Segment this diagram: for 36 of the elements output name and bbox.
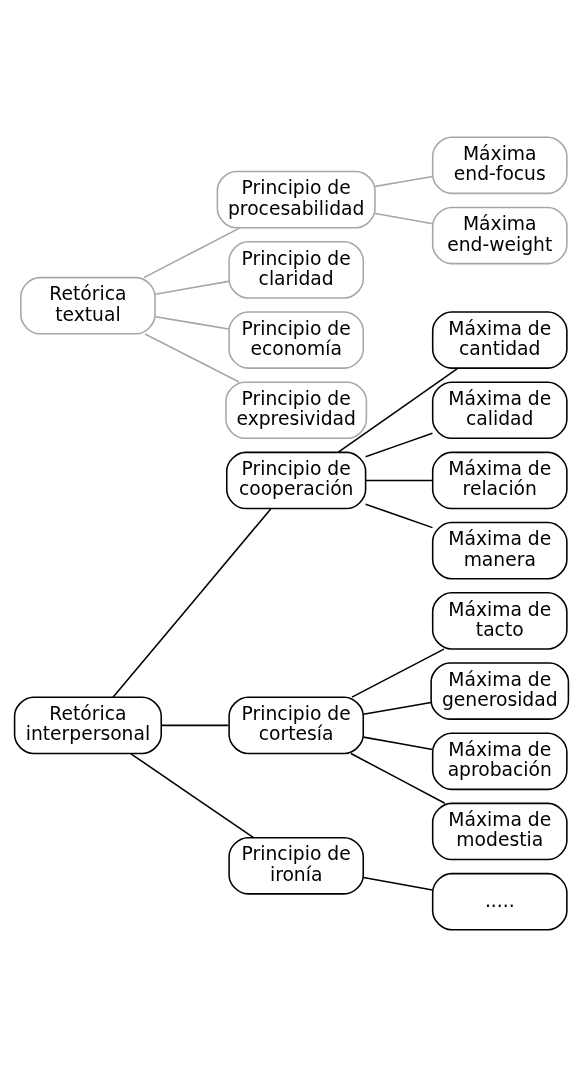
node-box: Principio de ironía: [228, 836, 365, 895]
node-box: Máxima end-weight: [431, 206, 568, 264]
connector: [362, 701, 432, 715]
connector: [154, 315, 230, 330]
node-box: Retórica interpersonal: [13, 696, 162, 754]
node-box: Máxima de generosidad: [430, 661, 570, 720]
node-box: Principio de economía: [228, 310, 365, 369]
connector: [130, 752, 254, 838]
node-box: Máxima de cantidad: [431, 310, 568, 369]
connector: [154, 280, 230, 295]
connector: [350, 752, 446, 804]
node-box: Máxima de modestia: [431, 802, 568, 860]
connector: [374, 175, 434, 187]
connector: [112, 507, 272, 698]
connector: [351, 647, 445, 698]
connector: [364, 502, 434, 528]
node-box: Máxima de aprobación: [431, 731, 568, 790]
connector: [362, 876, 434, 891]
node-box: .....: [431, 872, 568, 931]
node-box: Máxima de manera: [431, 521, 568, 579]
connector: [374, 212, 434, 225]
node-box: Máxima de calidad: [431, 380, 568, 439]
connector: [362, 735, 434, 750]
node-box: Principio de cooperación: [226, 451, 367, 509]
connector: [364, 432, 434, 457]
connector: [364, 479, 434, 481]
node-box: Principio de procesabilidad: [216, 170, 376, 228]
node-box: Principio de expresividad: [225, 380, 368, 439]
node-box: Retórica textual: [20, 276, 156, 335]
node-box: Máxima de relación: [431, 451, 568, 509]
node-box: Máxima end-focus: [431, 135, 568, 194]
node-box: Principio de claridad: [228, 240, 365, 299]
node-box: Principio de cortesía: [228, 696, 365, 754]
connector: [161, 724, 230, 726]
connector: [144, 332, 240, 383]
node-box: Máxima de tacto: [431, 591, 568, 650]
